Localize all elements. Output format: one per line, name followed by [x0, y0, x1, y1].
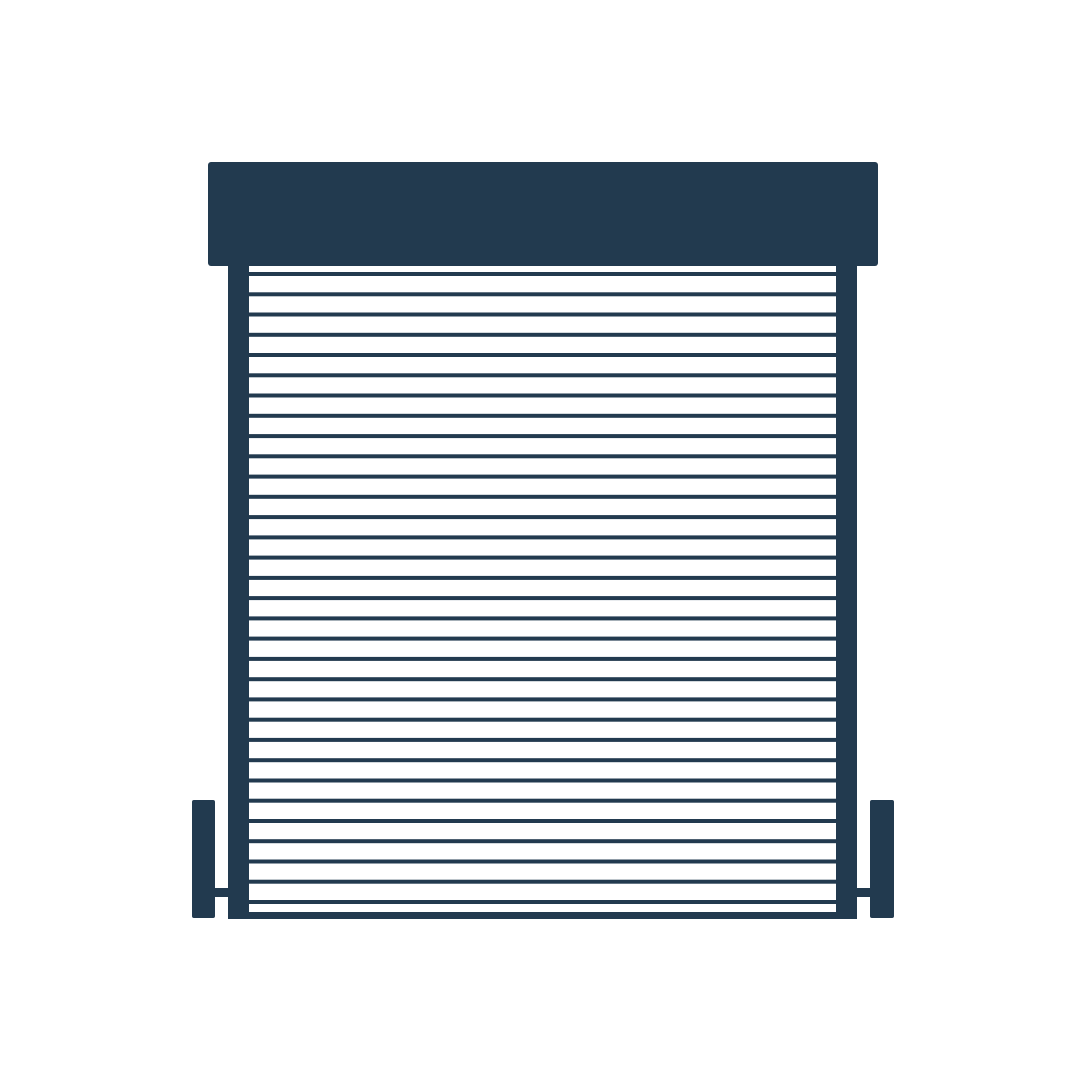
- slat-line: [249, 677, 836, 682]
- slat-line: [249, 373, 836, 378]
- right-bracket-connector: [856, 888, 872, 897]
- slat-line: [249, 636, 836, 641]
- slat-line: [249, 515, 836, 520]
- slat-line: [249, 292, 836, 297]
- slat-line: [249, 555, 836, 560]
- slat-line: [249, 656, 836, 661]
- slat-line: [249, 312, 836, 317]
- slat-line: [249, 879, 836, 884]
- shutter-slats: [249, 272, 836, 904]
- slat-line: [249, 575, 836, 580]
- right-bracket-post: [870, 800, 894, 918]
- slat-line: [249, 413, 836, 418]
- right-bracket: [856, 800, 894, 918]
- left-bracket-connector: [213, 888, 229, 897]
- left-guide-rail: [228, 262, 249, 918]
- slat-line: [249, 758, 836, 763]
- roller-housing: [208, 162, 878, 266]
- slat-line: [249, 596, 836, 601]
- slat-line: [249, 353, 836, 357]
- slat-line: [249, 798, 836, 803]
- slat-line: [249, 859, 836, 864]
- slat-line: [249, 717, 836, 722]
- slat-line: [249, 494, 836, 499]
- slat-line: [249, 697, 836, 702]
- slat-line: [249, 535, 836, 540]
- slat-line: [249, 474, 836, 479]
- bottom-bar: [228, 912, 857, 919]
- slat-line: [249, 737, 836, 742]
- slat-line: [249, 900, 836, 904]
- slat-line: [249, 272, 836, 276]
- slat-line: [249, 778, 836, 783]
- left-bracket: [192, 800, 229, 918]
- slat-line: [249, 616, 836, 621]
- slat-line: [249, 819, 836, 823]
- left-bracket-post: [192, 800, 215, 918]
- slat-line: [249, 393, 836, 398]
- slat-line: [249, 454, 836, 459]
- right-guide-rail: [836, 262, 857, 918]
- slat-line: [249, 839, 836, 844]
- slat-line: [249, 332, 836, 337]
- slat-line: [249, 434, 836, 439]
